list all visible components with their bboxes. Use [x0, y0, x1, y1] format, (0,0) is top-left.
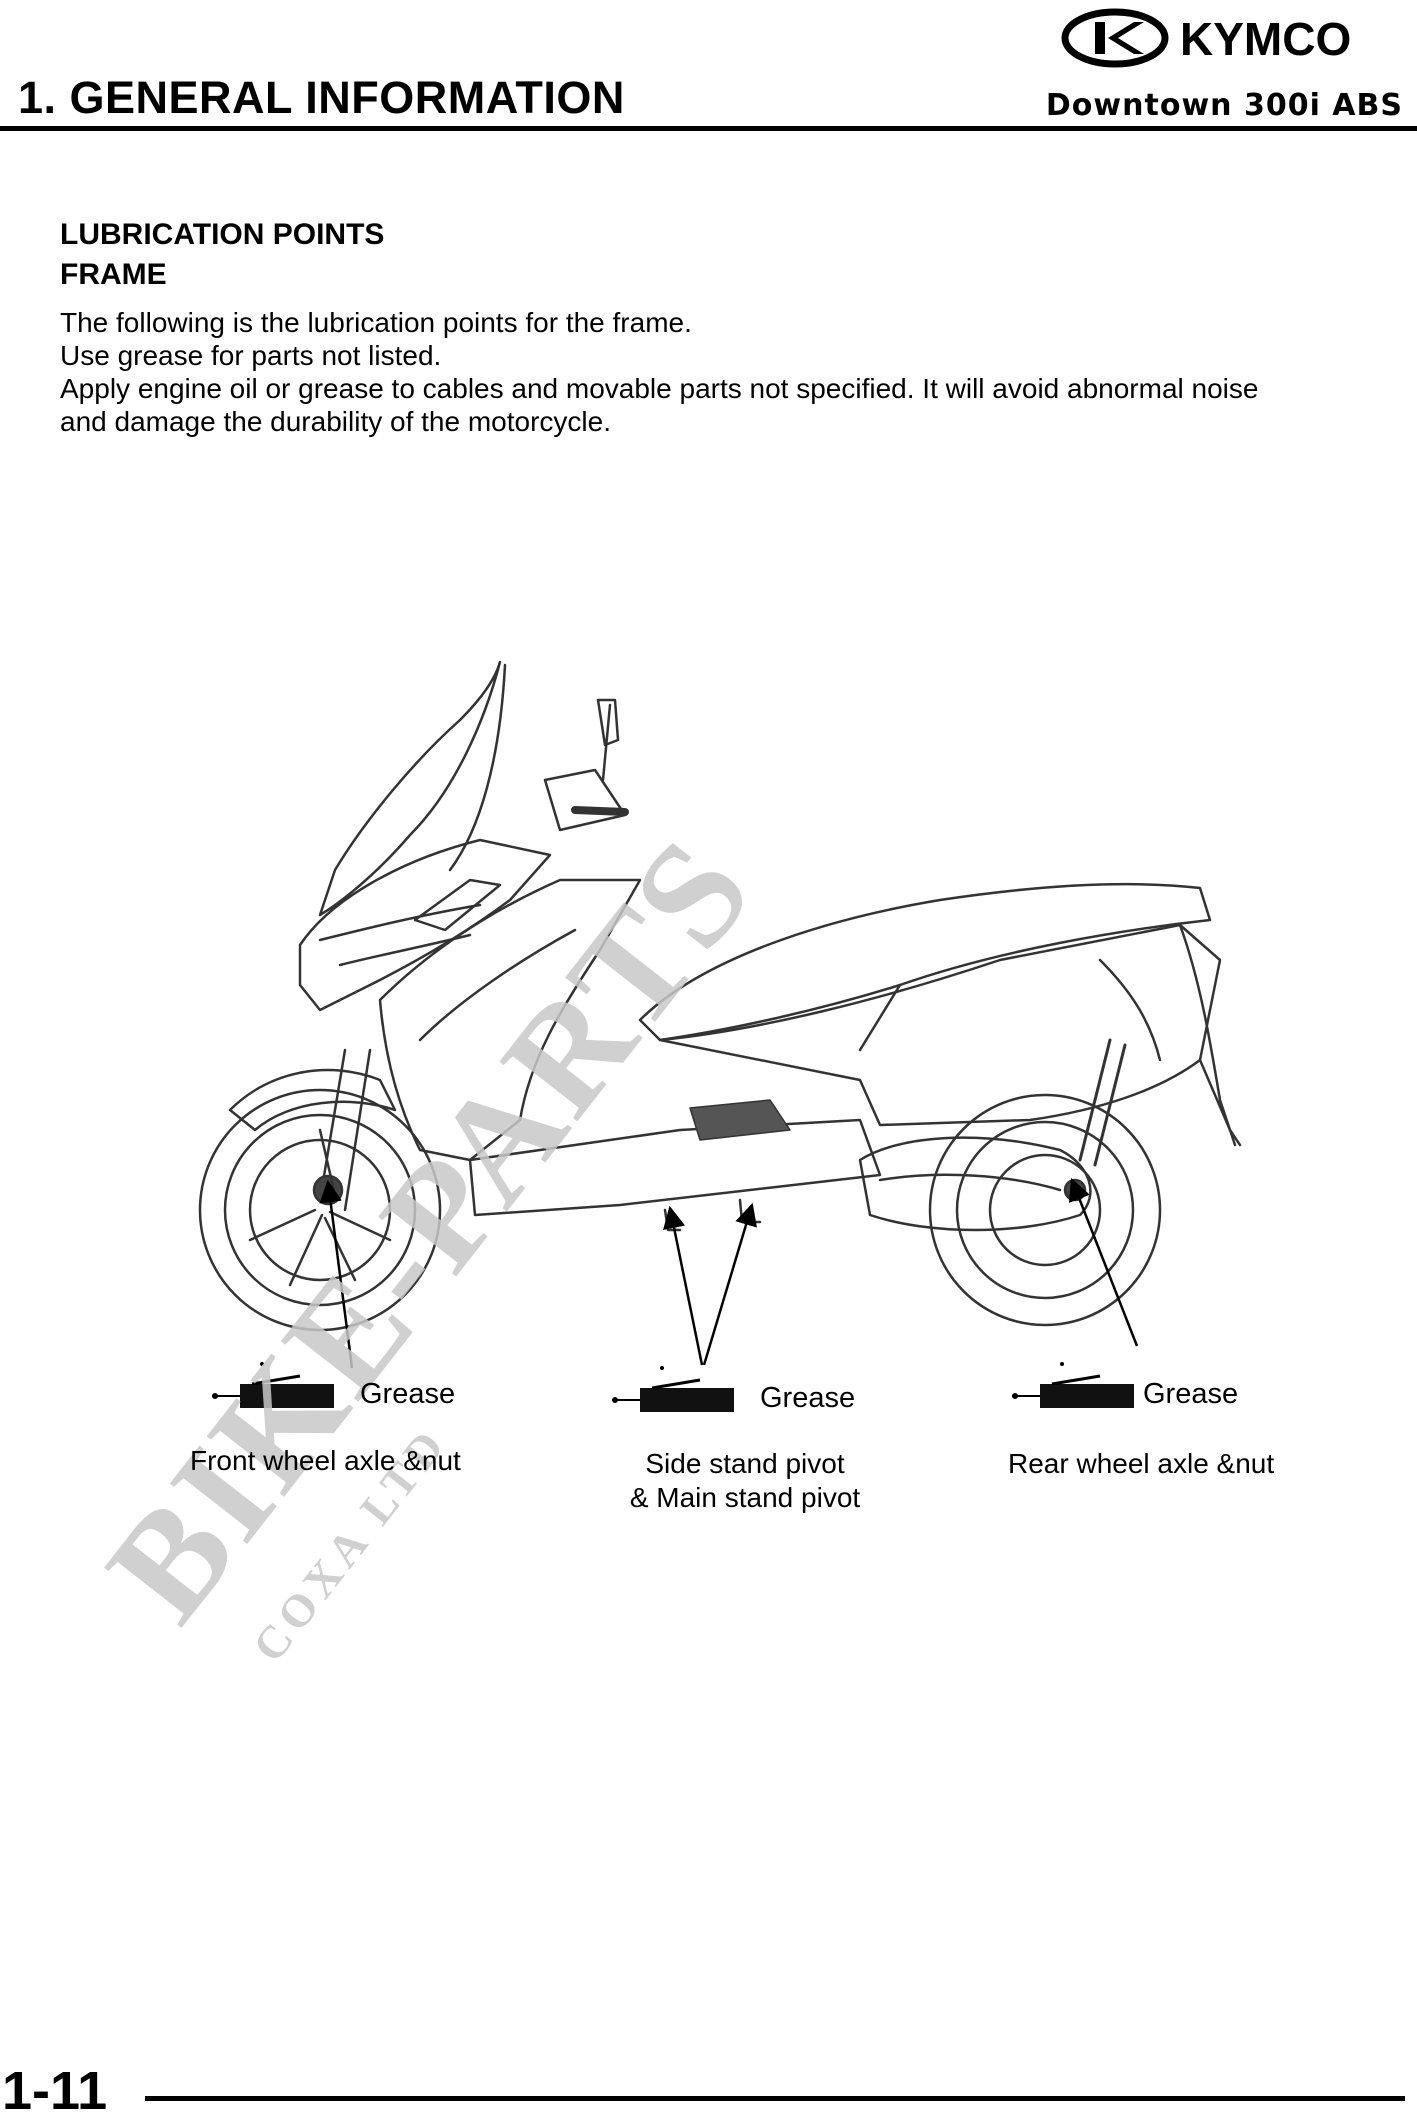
model-name: Downtown 300i ABS	[1045, 88, 1403, 123]
watermark-main-text: BIKE-PARTS	[75, 807, 785, 1650]
grease-label-front: Grease	[360, 1378, 456, 1410]
grease-gun-icon	[612, 1366, 734, 1412]
point-label-line: Front wheel axle &nut	[190, 1445, 461, 1476]
grease-label-rear: Grease	[1143, 1378, 1239, 1410]
intro-line: and damage the durability of the motorcy…	[60, 406, 611, 437]
point-label-line: Side stand pivot	[645, 1448, 845, 1479]
section-title: LUBRICATION POINTS	[60, 218, 385, 251]
subsection-title: FRAME	[60, 258, 167, 291]
grease-gun-icon	[1012, 1362, 1134, 1408]
intro-line: Apply engine oil or grease to cables and…	[60, 373, 1259, 404]
brand-text: KYMCO	[1180, 13, 1351, 65]
grease-gun-icon	[212, 1362, 334, 1408]
arrow-side-stand	[663, 1205, 704, 1366]
kymco-logo: KYMCO	[1060, 8, 1410, 68]
page-number: 1-11	[2, 2061, 108, 2121]
intro-line: Use grease for parts not listed.	[60, 340, 442, 371]
point-label-line: Rear wheel axle &nut	[1008, 1448, 1275, 1479]
header-divider	[0, 126, 1417, 131]
footer-divider	[145, 2096, 1405, 2101]
watermark: BIKE-PARTS COXA LTD	[75, 807, 785, 1671]
intro-paragraph: The following is the lubrication points …	[60, 306, 1400, 438]
callout-arrows	[319, 1177, 1139, 1369]
point-label-front-axle: Front wheel axle &nut	[190, 1444, 490, 1478]
arrow-rear-axle	[1068, 1177, 1139, 1347]
intro-line: The following is the lubrication points …	[60, 307, 692, 338]
point-label-line: & Main stand pivot	[629, 1482, 861, 1513]
page-title: 1. GENERAL INFORMATION	[18, 72, 625, 123]
arrow-main-stand	[702, 1202, 757, 1366]
arrow-front-axle	[319, 1179, 354, 1369]
point-label-stand-pivots: Side stand pivot & Main stand pivot	[590, 1447, 900, 1515]
grease-label-stand: Grease	[760, 1382, 856, 1414]
point-label-rear-axle: Rear wheel axle &nut	[1008, 1447, 1308, 1481]
